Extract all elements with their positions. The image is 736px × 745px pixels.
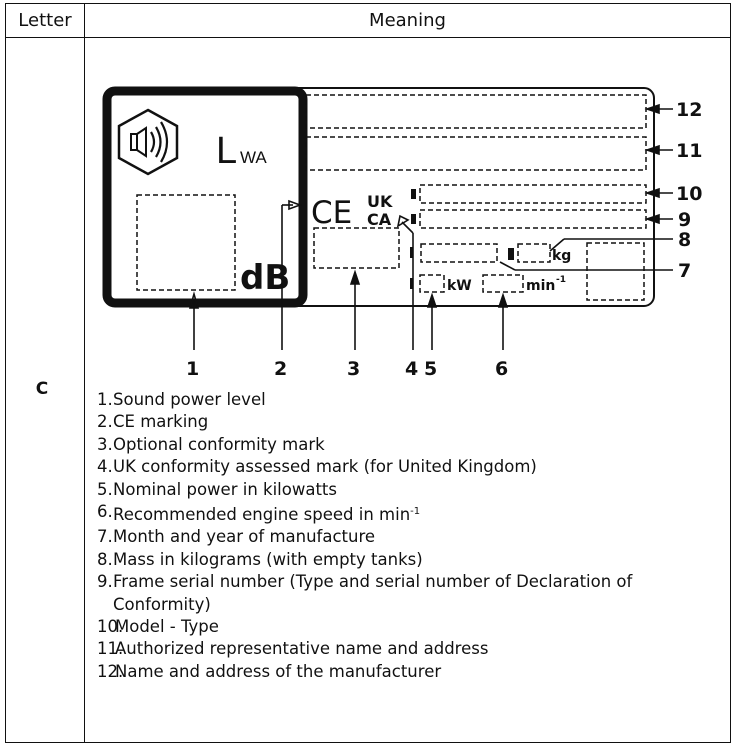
caption-item: 11.Authorized representative name and ad… [97, 639, 489, 659]
lwa-subscript: WA [240, 148, 267, 167]
field-7 [420, 243, 498, 263]
meaning-table: Letter Meaning C [5, 3, 731, 743]
min-label: min [526, 278, 555, 294]
caption-list: 1.Sound power level 2.CE marking 3.Optio… [85, 389, 730, 683]
field-11 [305, 136, 647, 171]
bar-5 [410, 278, 413, 289]
caption-item: 2.CE marking [97, 412, 209, 432]
field-10 [419, 184, 647, 204]
callout-8: 8 [678, 229, 691, 251]
optional-mark-field [313, 227, 400, 269]
callout-10: 10 [676, 183, 702, 205]
callout-11: 11 [676, 140, 702, 162]
extra-field [586, 242, 645, 301]
caption-item: 4.UK conformity assessed mark (for Unite… [97, 457, 537, 477]
caption-item: 5.Nominal power in kilowatts [97, 479, 337, 499]
ce-mark: CE [311, 195, 352, 231]
callout-6: 6 [495, 358, 508, 380]
callout-12: 12 [676, 99, 702, 121]
lwa-label: L [216, 130, 237, 172]
caption-item: 6.Recommended engine speed in min-1 [97, 502, 421, 525]
callout-3: 3 [347, 358, 360, 380]
field-6 [482, 274, 524, 293]
bar-8 [508, 248, 514, 260]
caption-item: 10.Model - Type [97, 617, 219, 637]
field-8 [517, 243, 551, 263]
caption-item: 9.Frame serial number (Type and serial n… [97, 572, 633, 614]
kg-label: kg [552, 248, 571, 264]
callout-5: 5 [424, 358, 437, 380]
bar-9 [411, 214, 416, 224]
caption-item: 7.Month and year of manufacture [97, 527, 376, 547]
caption-item: 12.Name and address of the manufacturer [97, 661, 442, 681]
bar-7 [410, 247, 413, 258]
sound-power-box [102, 86, 308, 308]
ukca-line1: UK [367, 192, 393, 211]
field-9 [419, 209, 647, 229]
header-meaning: Meaning [84, 3, 731, 38]
callout-1: 1 [186, 358, 199, 380]
min-sup: -1 [556, 275, 566, 285]
meaning-cell: L WA dB CE UK CA [84, 37, 731, 743]
bar-10 [411, 189, 416, 199]
field-12 [305, 94, 647, 129]
nameplate-figure: L WA dB CE UK CA [85, 38, 730, 383]
callout-9: 9 [678, 209, 691, 231]
sound-value-field [136, 194, 236, 291]
field-5 [419, 274, 445, 293]
caption-item: 3.Optional conformity mark [97, 434, 325, 454]
row-letter: C [35, 379, 49, 399]
callout-numbers: 1 2 3 4 5 6 7 8 9 10 11 12 [186, 99, 702, 380]
caption-item: 8.Mass in kilograms (with empty tanks) [97, 549, 423, 569]
kw-label: kW [447, 278, 472, 294]
speaker-icon [117, 108, 179, 176]
caption-item: 1.Sound power level [97, 390, 266, 409]
ukca-line2: CA [367, 210, 392, 229]
callout-4: 4 [405, 358, 418, 380]
header-letter: Letter [5, 3, 85, 38]
callout-2: 2 [274, 358, 287, 380]
nameplate-diagram: L WA dB CE UK CA [102, 86, 702, 380]
callout-7: 7 [678, 260, 691, 282]
